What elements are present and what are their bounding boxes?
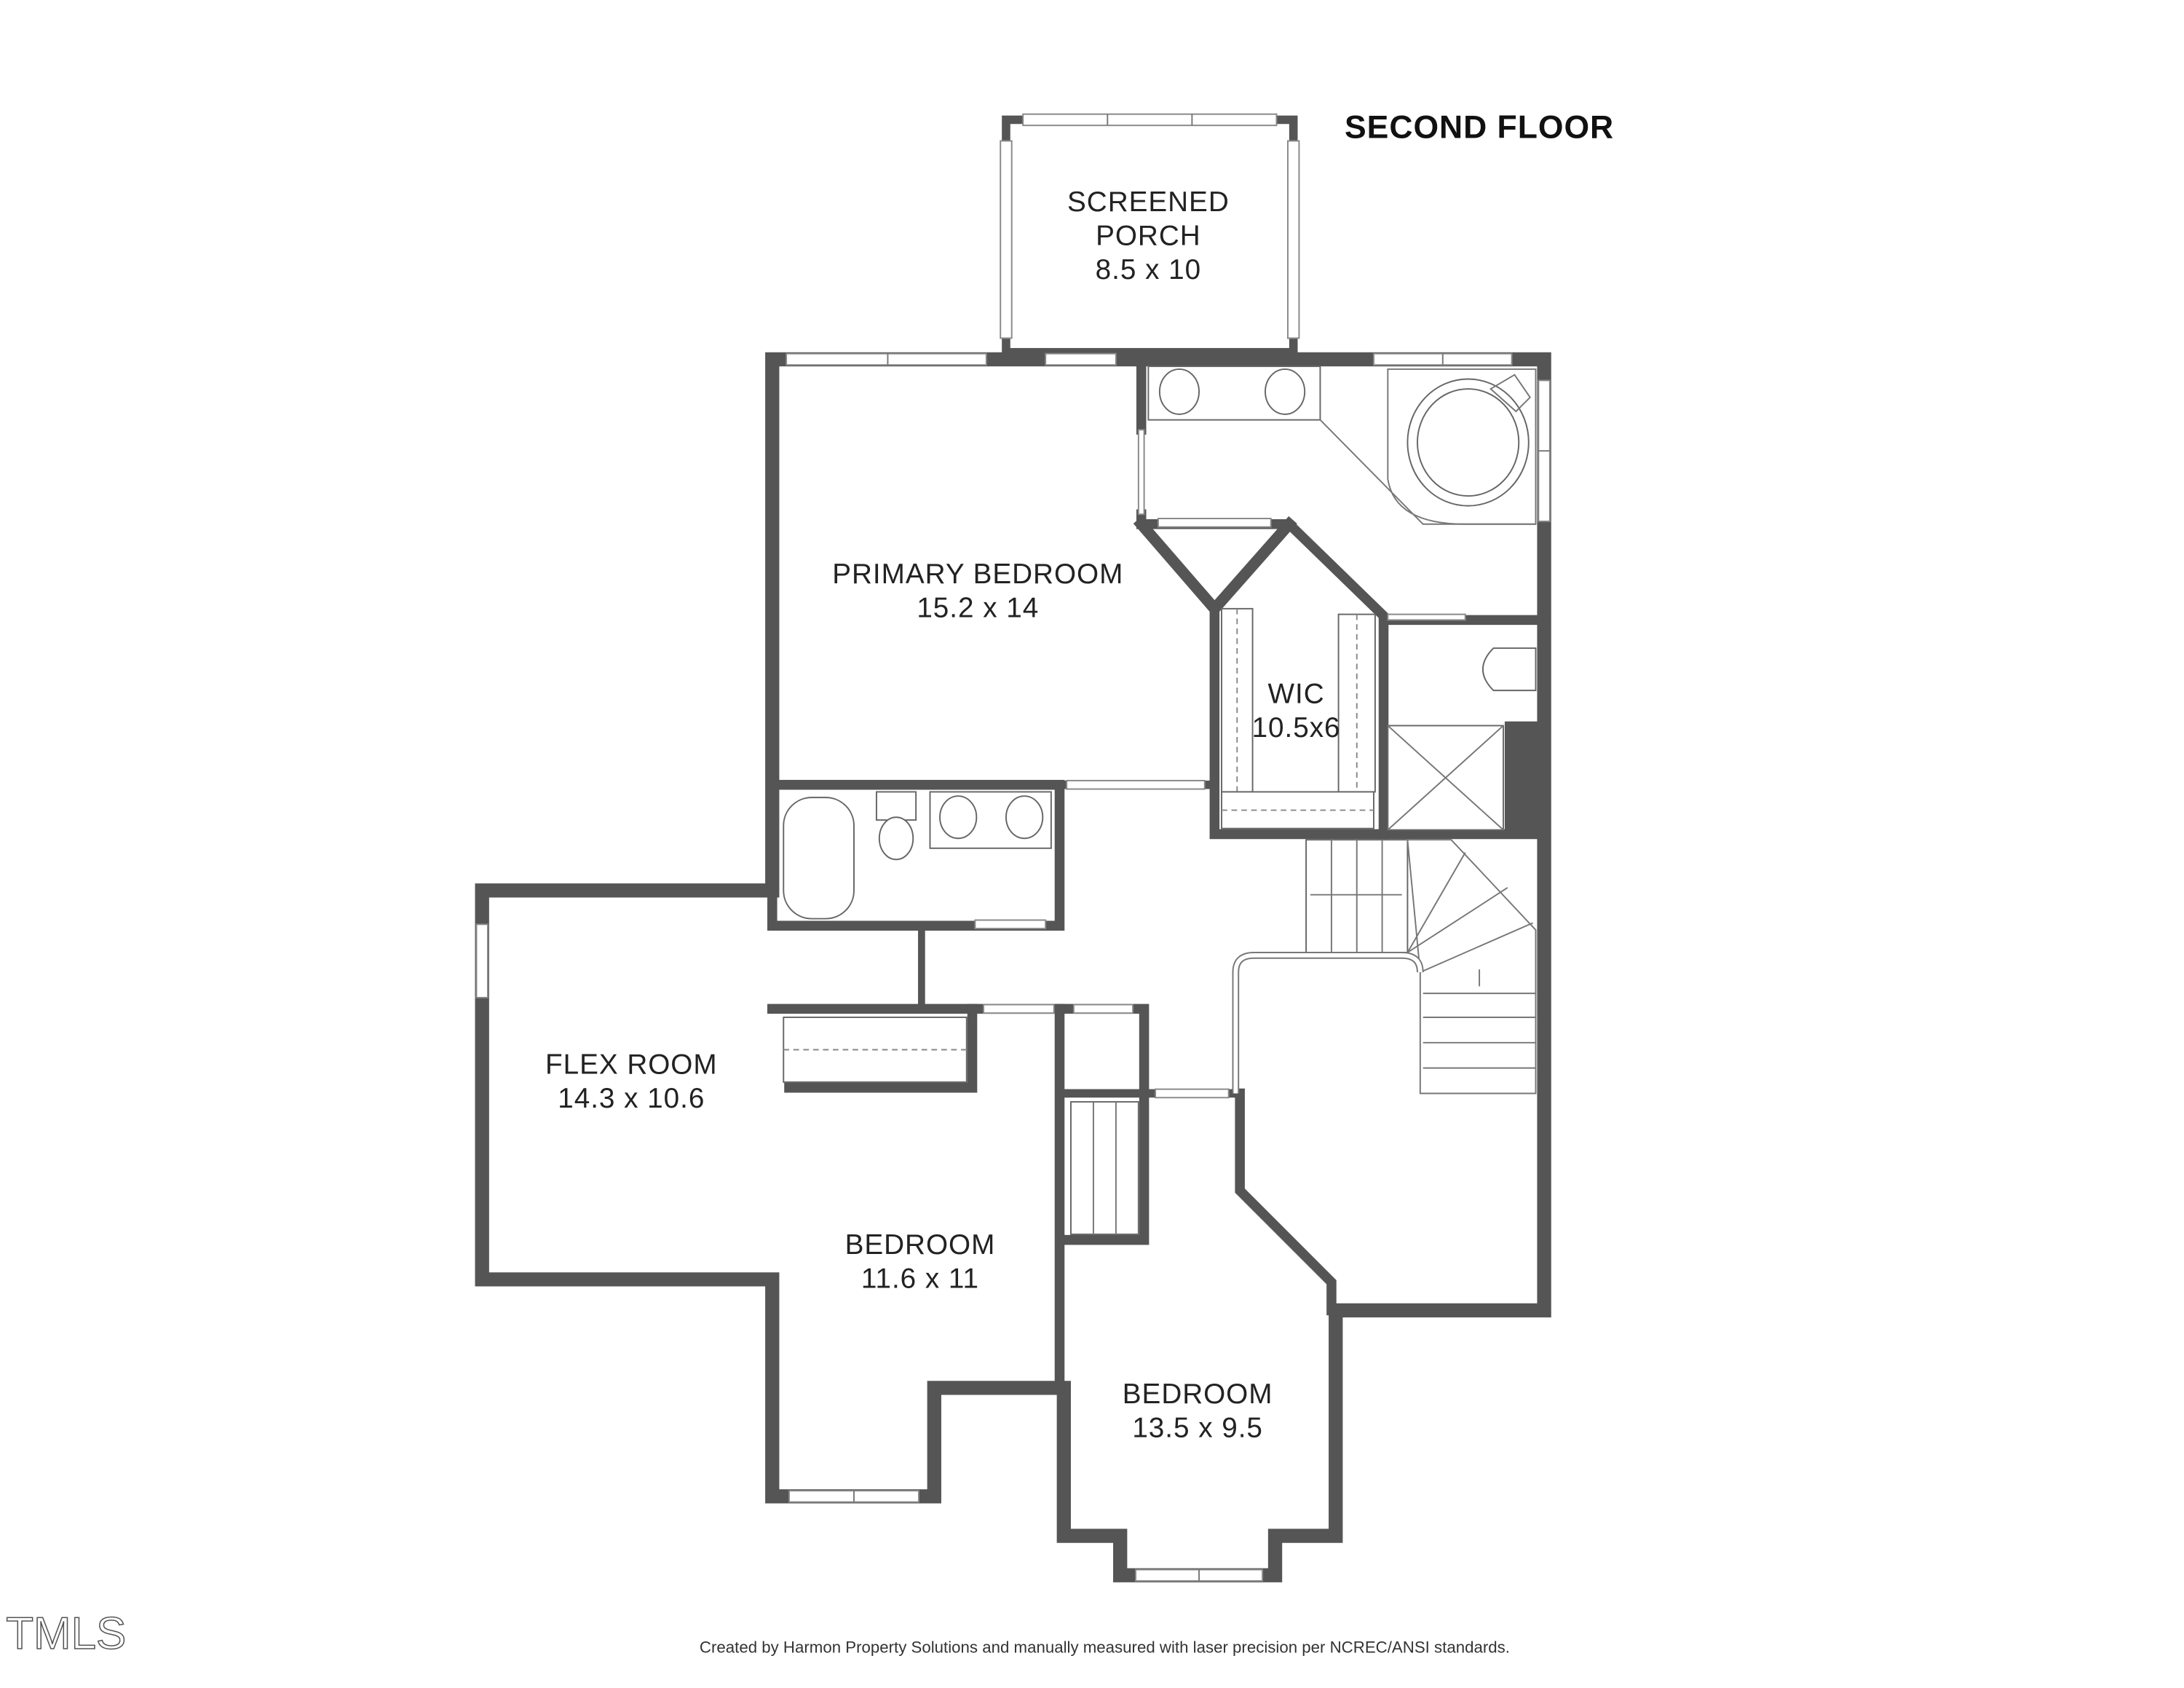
flex-room-label: FLEX ROOM: [545, 1049, 718, 1080]
toilet-icon: [878, 816, 914, 861]
interior-walls: [767, 361, 1549, 1393]
toilet-icon: [1482, 647, 1537, 692]
bedroom-1-label: BEDROOM: [845, 1229, 996, 1261]
bedroom-2-label: BEDROOM: [1123, 1379, 1273, 1410]
bedroom-2-size: 13.5 x 9.5: [1132, 1413, 1263, 1444]
fixtures: [783, 366, 1537, 1235]
primary-bedroom-size: 15.2 x 14: [917, 592, 1039, 623]
porch-label-line2: PORCH: [1096, 221, 1201, 252]
windows: [475, 352, 1551, 1582]
wic-label: WIC: [1268, 679, 1325, 710]
floor-title: SECOND FLOOR: [1345, 110, 1614, 146]
bathtub-icon: [783, 797, 855, 920]
sink-icon: [1158, 368, 1200, 415]
wic-size: 10.5x6: [1252, 712, 1341, 744]
primary-bedroom-label: PRIMARY BEDROOM: [832, 559, 1123, 590]
exterior-wall: [475, 352, 1551, 1582]
watermark-logo: TMLS: [6, 1609, 126, 1659]
bedroom-1-size: 11.6 x 11: [861, 1263, 979, 1294]
porch-label-line1: SCREENED: [1067, 186, 1230, 218]
sink-icon: [939, 795, 978, 840]
staircase: [1232, 839, 1537, 1095]
credit-text: Created by Harmon Property Solutions and…: [700, 1638, 1510, 1657]
flex-room-size: 14.3 x 10.6: [558, 1083, 705, 1114]
sink-icon: [1265, 368, 1306, 415]
sink-icon: [1005, 795, 1044, 840]
porch-size: 8.5 x 10: [1096, 254, 1201, 285]
